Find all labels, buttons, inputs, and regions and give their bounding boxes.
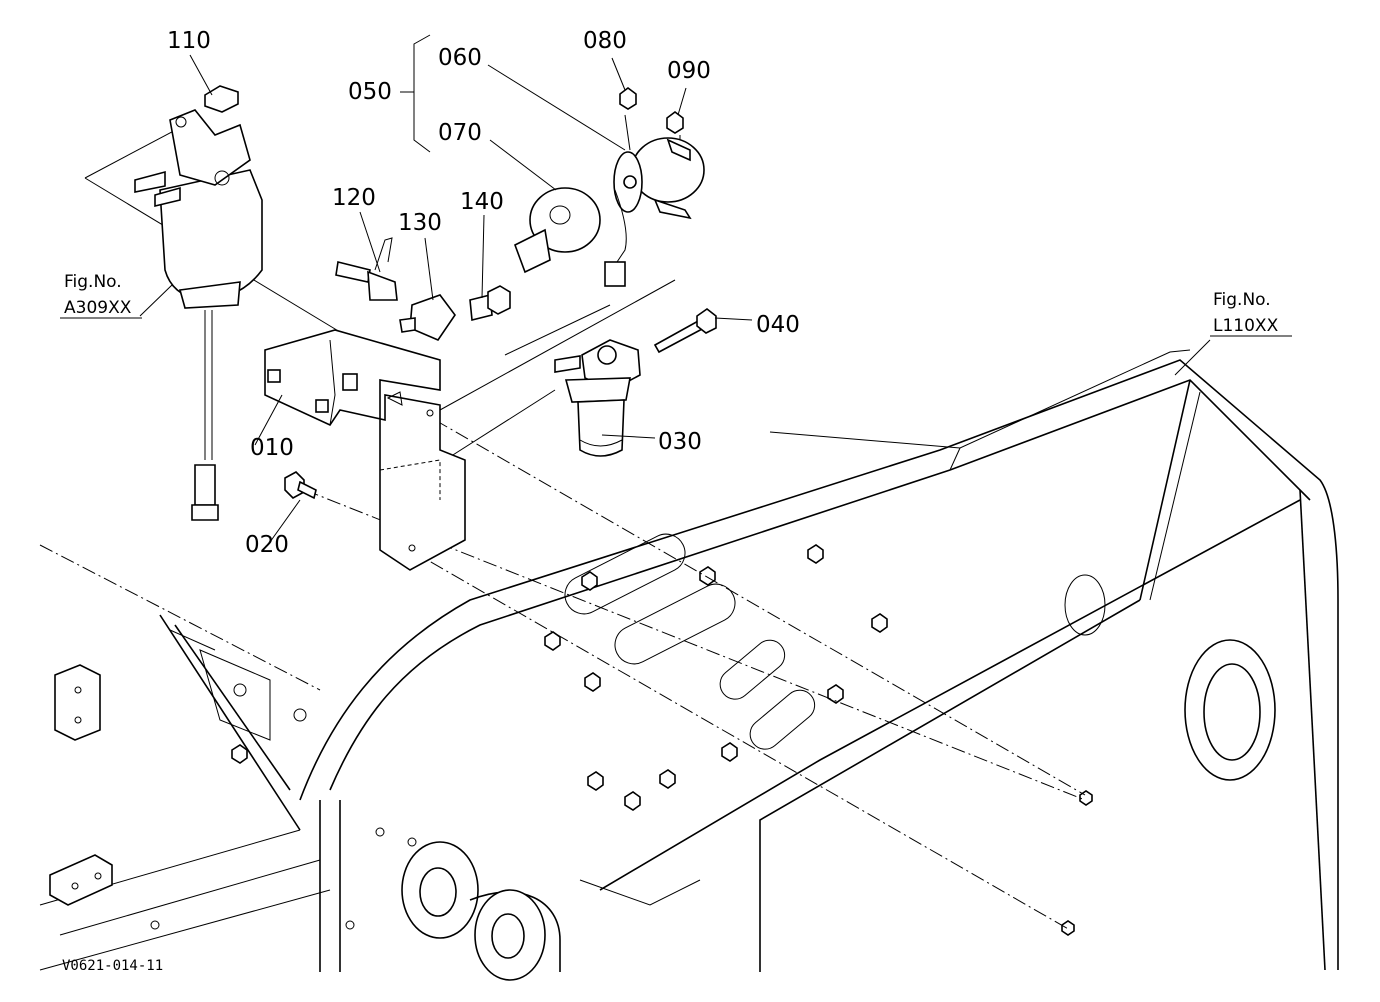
callout-labels: 110 050 060 070 080 090 120 130 140 040 … [60,28,1292,974]
callout-140: 140 [460,189,504,215]
bracket-part [264,329,466,571]
bracket-130-part [399,294,456,341]
assembly-lines [39,114,1086,931]
leader-lines [139,34,1211,543]
callout-110: 110 [167,28,211,54]
fitting-140-part [469,285,511,322]
callout-030: 030 [658,429,702,455]
frame-nuts [231,544,1093,936]
valve-120-part [335,237,398,301]
callout-130: 130 [398,210,442,236]
bolt-020-part [284,471,317,500]
motor-070-part [514,187,601,274]
callout-040: 040 [756,312,800,338]
water-separator-part [134,109,263,521]
callout-050: 050 [348,79,392,105]
bolt-040-part [653,308,717,354]
ref-left-code: A309XX [64,298,132,318]
screw-090-part [666,111,684,134]
ref-left-caption: Fig.No. [64,272,122,292]
machine-frame [39,349,1339,981]
screw-080-part [619,87,637,110]
ref-right-code: L110XX [1213,316,1279,336]
fuel-pump-060-part [604,137,705,287]
drawing-id: V0621-014-11 [62,958,163,974]
callout-080: 080 [583,28,627,54]
callout-070: 070 [438,120,482,146]
callout-120: 120 [332,185,376,211]
callout-020: 020 [245,532,289,558]
fuel-filter-030-part [554,339,641,457]
ref-right-caption: Fig.No. [1213,290,1271,310]
fitting-110-part [204,85,239,113]
callout-010: 010 [250,435,294,461]
callout-090: 090 [667,58,711,84]
callout-060: 060 [438,45,482,71]
